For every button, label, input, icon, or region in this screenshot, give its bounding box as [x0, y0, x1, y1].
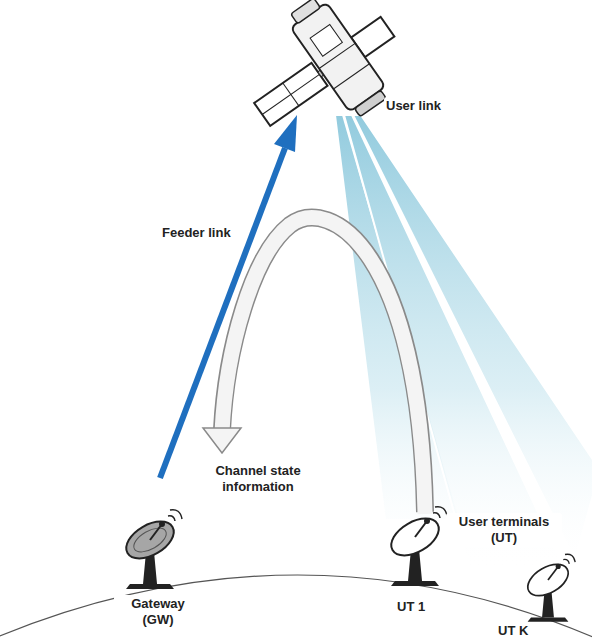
station-label: Gateway (GW): [114, 595, 202, 629]
terminal-label: UT 1: [395, 598, 427, 616]
arrow-label: Channel state information: [196, 462, 320, 496]
terminal-label: UT K: [496, 622, 530, 640]
feeder-arrow: [160, 115, 297, 478]
satellite: [224, 0, 420, 162]
user-beams: [335, 115, 592, 570]
terminal-dish: [385, 507, 447, 586]
terminal-dish: [522, 554, 575, 621]
beam-label: User link: [384, 97, 443, 115]
link-label: Feeder link: [160, 224, 233, 242]
group-label: User terminals (UT): [446, 513, 562, 547]
gateway-dish: [120, 510, 182, 589]
earth-curve: [0, 575, 592, 640]
